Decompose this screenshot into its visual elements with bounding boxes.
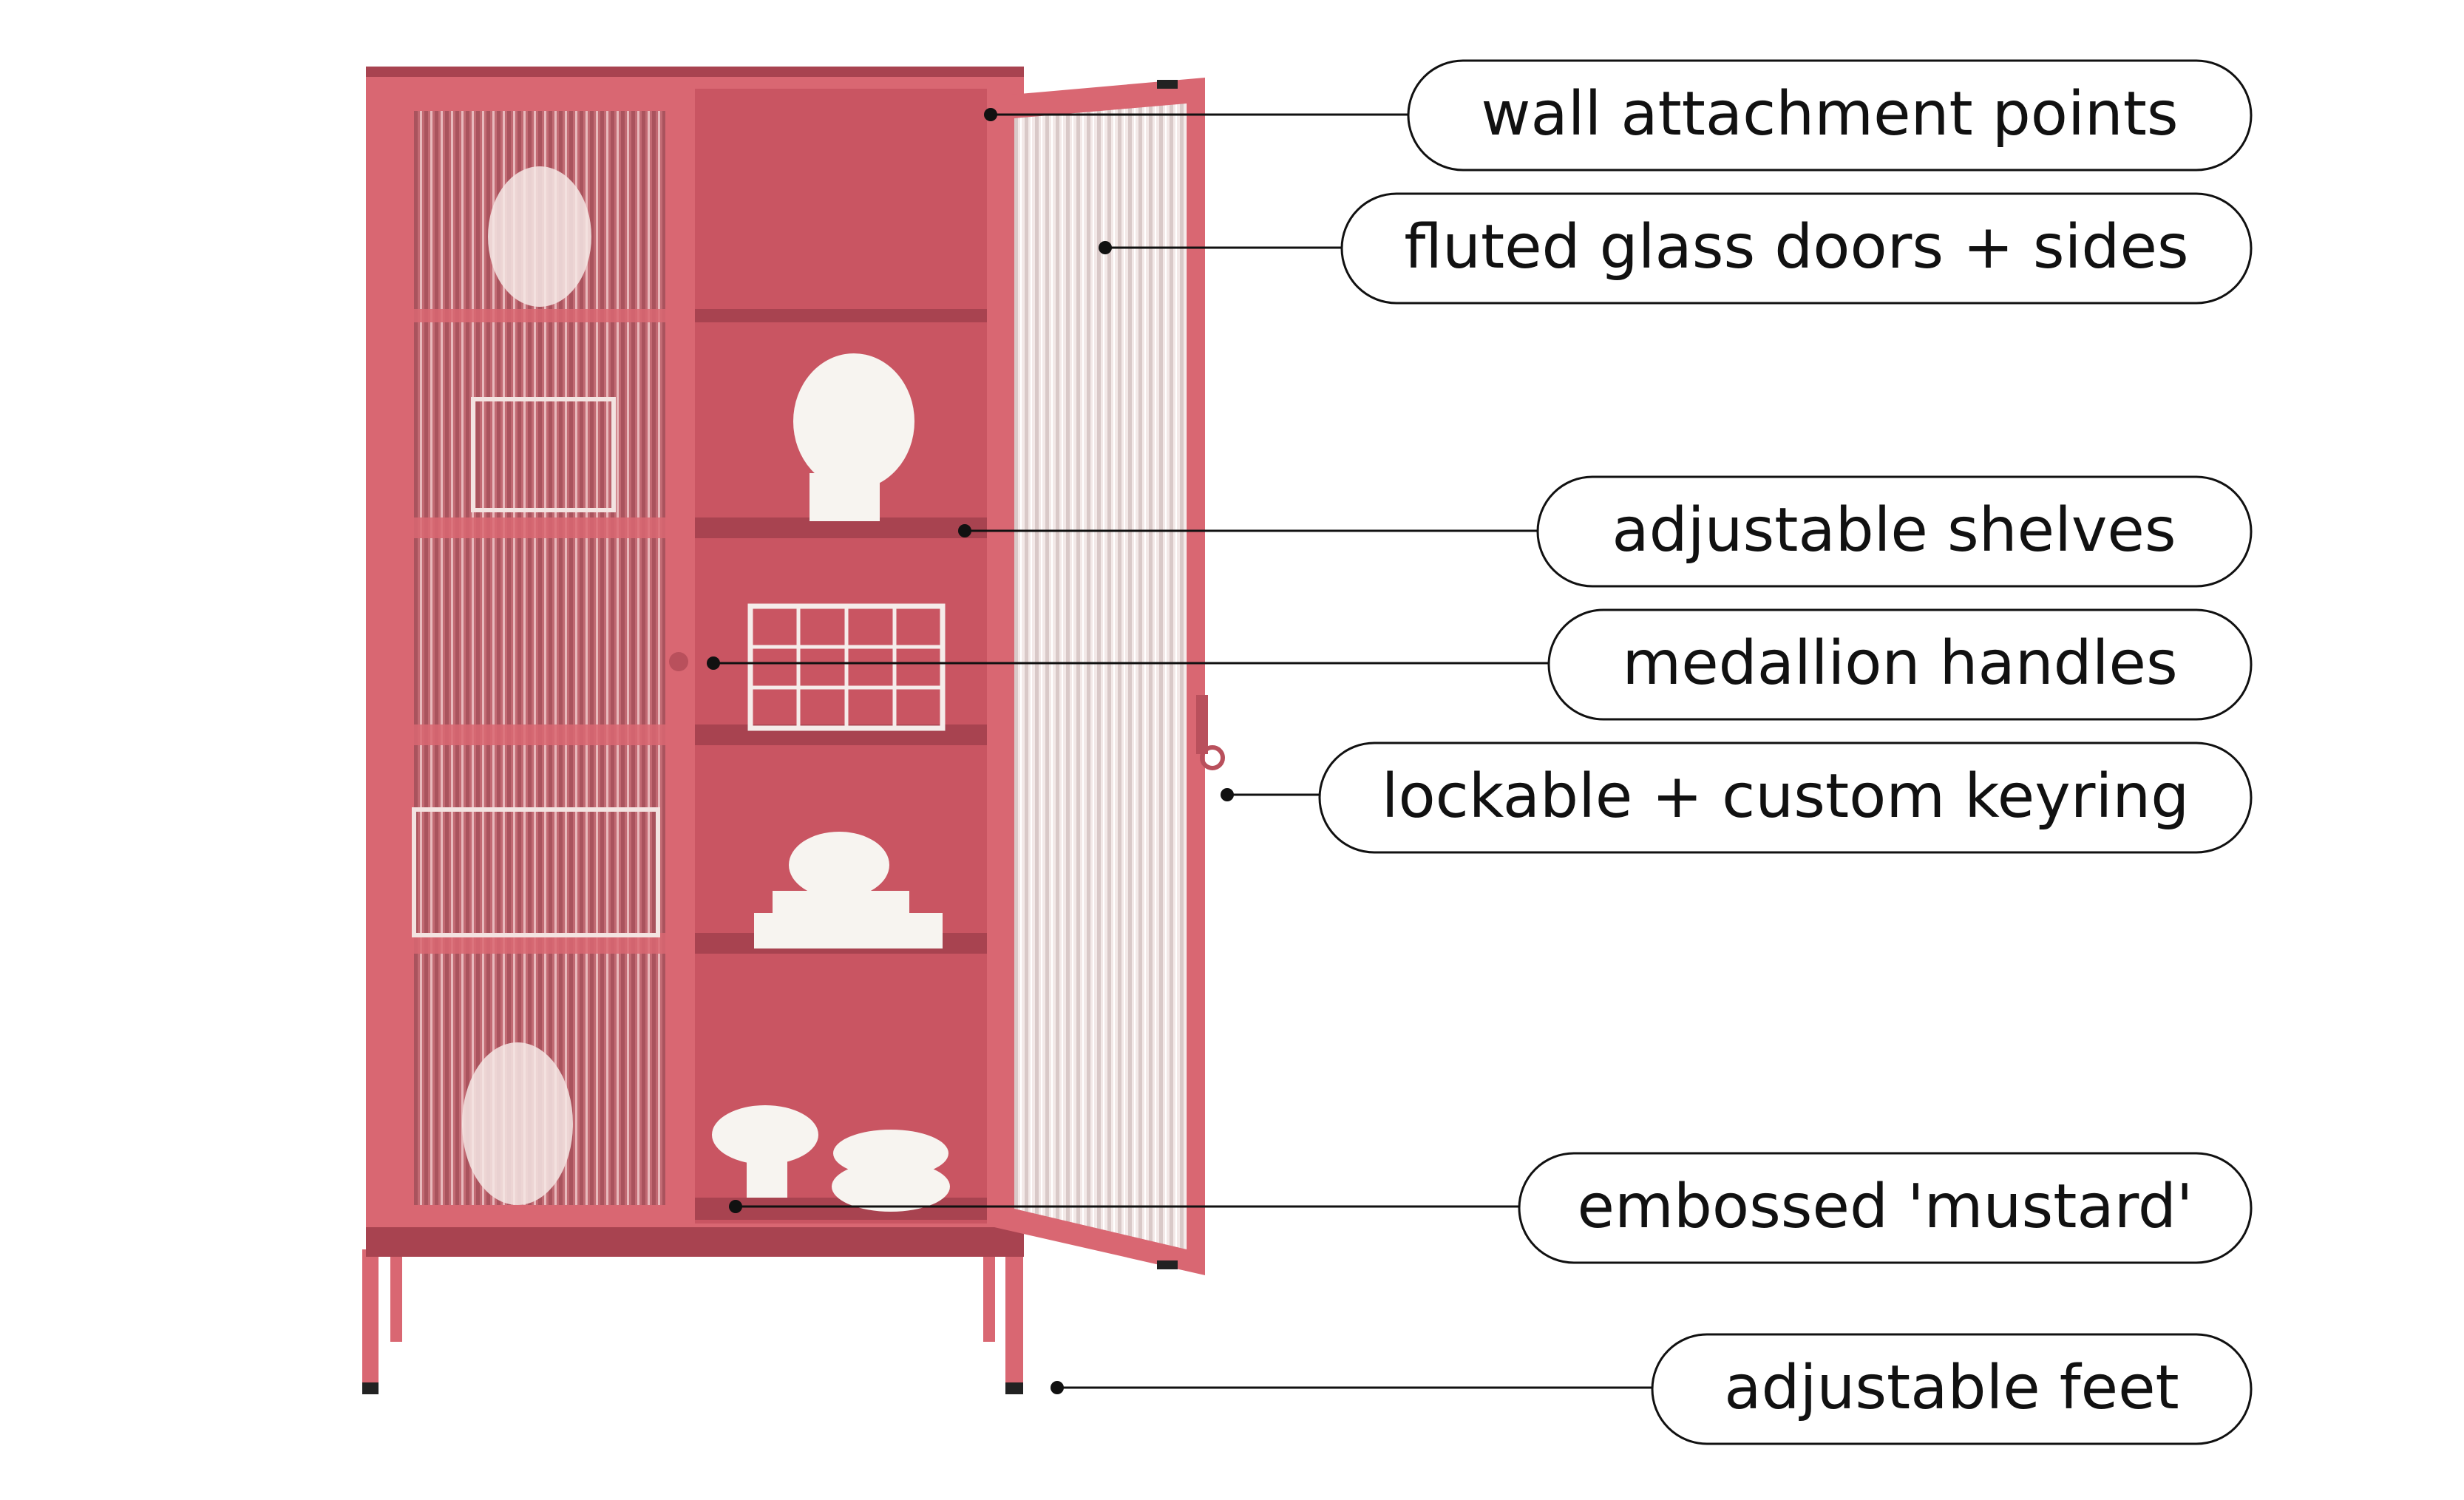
callout-label: adjustable shelves <box>1612 495 2176 566</box>
callout-dot <box>1221 788 1234 801</box>
callout-label: fluted glass doors + sides <box>1404 212 2188 282</box>
vase-behind-glass <box>462 1042 573 1205</box>
bowl-and-books <box>754 832 943 948</box>
cabinet-top-edge <box>366 67 1024 77</box>
callout-label: embossed 'mustard' <box>1578 1172 2193 1242</box>
callout-embossed-mustard: embossed 'mustard' <box>1518 1152 2253 1264</box>
wire-basket <box>747 603 946 731</box>
cabinet-interior <box>695 89 987 1224</box>
callout-label: lockable + custom keyring <box>1382 761 2190 832</box>
cabinet-leg-left <box>362 1249 379 1394</box>
callout-label: medallion handles <box>1622 628 2177 699</box>
left-glass-door <box>381 85 691 1227</box>
hinge-icon <box>1157 80 1178 89</box>
wire-basket-behind-glass <box>412 807 660 937</box>
fluted-glass-panel <box>1014 103 1187 1249</box>
lock-icon <box>1196 695 1208 754</box>
cabinet-leg-left-back <box>390 1249 402 1342</box>
foot-right <box>1005 1382 1023 1394</box>
callout-fluted-glass-doors: fluted glass doors + sides <box>1340 192 2253 305</box>
bust-sculpture <box>793 353 914 521</box>
callout-dot <box>1051 1381 1064 1394</box>
callout-medallion-handles: medallion handles <box>1547 608 2253 721</box>
callout-wall-attachment-points: wall attachment points <box>1407 59 2253 172</box>
foot-left <box>362 1382 379 1394</box>
callout-labels: wall attachment points fluted glass door… <box>1318 59 2253 1445</box>
callout-lockable-keyring: lockable + custom keyring <box>1318 741 2253 854</box>
callout-dot <box>984 108 997 121</box>
cabinet-leg-right <box>1005 1249 1023 1394</box>
callout-dot <box>1099 241 1112 254</box>
shelf <box>695 309 987 322</box>
hinge-icon <box>1157 1260 1178 1269</box>
medallion-handle-icon <box>669 652 688 671</box>
vase-behind-glass <box>488 166 591 307</box>
cabinet-base <box>366 1227 1024 1257</box>
callout-dots <box>707 108 1234 1394</box>
callout-adjustable-shelves: adjustable shelves <box>1536 475 2253 588</box>
callout-label: adjustable feet <box>1724 1353 2179 1423</box>
wire-basket-behind-glass <box>471 397 616 512</box>
callout-leaders <box>713 113 1652 1389</box>
callout-adjustable-feet: adjustable feet <box>1651 1333 2253 1445</box>
callout-dot <box>729 1200 742 1213</box>
ceramic-bowls <box>712 1105 950 1212</box>
keyring-icon <box>1200 745 1225 770</box>
cabinet-leg-right-back <box>983 1249 995 1342</box>
cabinet <box>362 67 1225 1394</box>
right-glass-door-open <box>994 78 1225 1275</box>
callout-dot <box>707 656 720 670</box>
callout-dot <box>958 524 971 537</box>
callout-label: wall attachment points <box>1481 79 2178 149</box>
